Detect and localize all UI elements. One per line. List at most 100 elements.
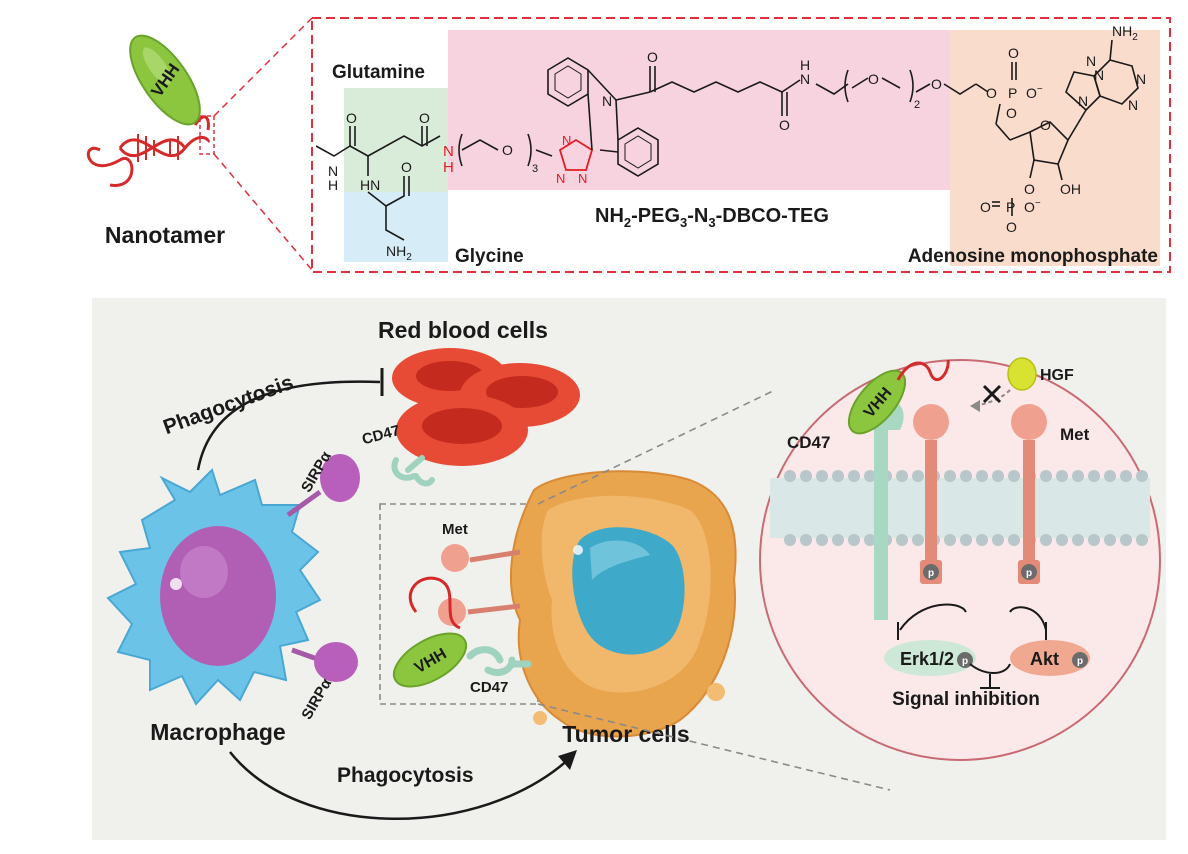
- zoom-line-circle-bottom: [537, 703, 891, 791]
- tumor-nucleus-highlight: [590, 540, 650, 580]
- glutamine-atoms: O N H HN O O NH2: [328, 110, 430, 263]
- zoom-line-bottom: [213, 153, 313, 271]
- atom-n-amide: N: [800, 71, 810, 87]
- rbc-2-center: [486, 376, 558, 408]
- linker-label-nh: NH: [595, 205, 624, 227]
- vhh-highlight: [142, 47, 172, 85]
- atom-triazole-n1: N: [562, 133, 571, 148]
- linker-label-sub1: 2: [624, 215, 631, 230]
- linker-label-n: -N: [687, 205, 708, 227]
- sirpa-top-head: [320, 454, 360, 502]
- amp-n-1: N: [1078, 93, 1088, 109]
- atom-nh2-gly-sub: 2: [406, 252, 412, 263]
- macrophage-nucleus-highlight: [180, 546, 228, 598]
- phagocytosis-arrowhead: [558, 750, 577, 770]
- aptamer-strand-b: [118, 138, 187, 157]
- linker-label-peg: -PEG: [631, 205, 680, 227]
- glutamine-glycine-structure: [315, 126, 441, 241]
- atom-n-dbco: N: [602, 93, 612, 109]
- rbc-3-center: [422, 408, 502, 444]
- nanotamer-aptamer-tumor: [408, 576, 461, 630]
- linker-label-sub2: 3: [680, 215, 687, 230]
- cd47-zoom-stalk: [874, 430, 888, 620]
- cd47-zoom-label: CD47: [787, 433, 830, 452]
- aptamer-linker: [193, 115, 210, 131]
- hgf-label: HGF: [1040, 367, 1074, 384]
- met-1-stalk: [469, 549, 521, 563]
- atom-o-3: O: [401, 159, 412, 175]
- signal-inhibition-label: Signal inhibition: [892, 689, 1040, 710]
- met-1-head: [441, 544, 469, 572]
- linker-label-sub3: 3: [708, 215, 715, 230]
- sirpa-bottom-head: [314, 642, 358, 682]
- atom-o-dbco-2: O: [779, 117, 790, 133]
- met-1-zoom-stalk: [925, 440, 937, 560]
- amp-oh: OH: [1060, 181, 1081, 197]
- glycine-label: Glycine: [455, 246, 524, 267]
- met-2-zoom-stalk: [1023, 440, 1035, 560]
- phagocytosis-bottom-label: Phagocytosis: [337, 764, 474, 787]
- met-1-phospho: [923, 564, 939, 580]
- tumor-highlight-dot: [573, 545, 583, 555]
- amp-o-minus-1-charge: −: [1037, 84, 1043, 95]
- zoom-line-top: [213, 17, 313, 117]
- atom-o-2: O: [419, 110, 430, 126]
- atom-nh2-gly-main: NH: [386, 243, 406, 259]
- converge-line: [969, 663, 1011, 674]
- met-1-phospho-label: p: [928, 568, 934, 579]
- amp-o-1: O: [986, 85, 997, 101]
- hgf-ligand: [1007, 357, 1037, 391]
- met-2-phospho-label: p: [1026, 568, 1032, 579]
- akt-label: Akt: [1030, 649, 1059, 669]
- amp-label: Adenosine monophosphate: [908, 246, 1158, 267]
- inhibit-erk-line: [899, 603, 967, 631]
- amp-o-minus-2: O−: [1024, 198, 1041, 215]
- atom-o-1: O: [346, 110, 357, 126]
- met-2-head: [438, 598, 466, 626]
- aptamer-base-pairs: [137, 134, 179, 162]
- amp-o-4: O: [1024, 181, 1035, 197]
- met-2-phospho: [1021, 564, 1037, 580]
- met-zoom-label: Met: [1060, 425, 1090, 444]
- atom-h-red: H: [443, 159, 454, 176]
- tumor-vesicle-2: [533, 711, 547, 725]
- met-zoom-receptor-1: p: [913, 404, 949, 584]
- akt-phospho-label: p: [1077, 656, 1083, 667]
- peg-sub3: 3: [532, 163, 538, 175]
- peg-azide-structure: N H O 3 N N N: [443, 133, 594, 186]
- tumor-vesicle-1: [707, 683, 725, 701]
- amp-n-5: N: [1128, 97, 1138, 113]
- macrophage-highlight-dot: [170, 578, 182, 590]
- met-2-zoom-ball: [1011, 404, 1047, 440]
- amp-o-minus-1: O−: [1026, 84, 1043, 101]
- amp-o-minus-2-charge: −: [1035, 198, 1041, 209]
- atom-o-teg-2: O: [931, 76, 942, 92]
- macrophage-nucleus: [160, 526, 276, 666]
- phagocytosis-arrow-curve: [229, 751, 571, 820]
- aptamer-strand-a: [118, 136, 210, 157]
- hgf-blocked-arrowhead: [970, 400, 980, 412]
- aptamer-tail: [86, 146, 134, 187]
- erk-label: Erk1/2: [900, 649, 954, 669]
- amp-structure: [975, 39, 1139, 216]
- atom-o-teg-1: O: [868, 71, 879, 87]
- phagocytosis-inhibited-arc: [196, 380, 381, 471]
- inhibit-akt-line: [1009, 606, 1047, 631]
- amp-o-minus-1-o: O: [1026, 85, 1037, 101]
- amp-o-3: O: [1006, 105, 1017, 121]
- amp-region: [950, 30, 1160, 266]
- met-1-zoom-ball: [913, 404, 949, 440]
- nanotamer-label: Nanotamer: [105, 222, 225, 248]
- vhh-tumor-ellipse: [392, 632, 468, 688]
- aptamer-zoom: [896, 359, 950, 381]
- amp-n-2: N: [1094, 67, 1104, 83]
- cell-membrane: [770, 470, 1150, 546]
- glutamine-label: Glutamine: [332, 62, 425, 83]
- cd47-tumor-label: CD47: [470, 679, 508, 696]
- erk-phospho-label: p: [962, 656, 968, 667]
- macrophage-label: Macrophage: [150, 719, 285, 745]
- zoom-line-circle-top: [537, 389, 776, 505]
- amp-nh2: NH2: [1112, 23, 1138, 43]
- atom-o-dbco-1: O: [647, 49, 658, 65]
